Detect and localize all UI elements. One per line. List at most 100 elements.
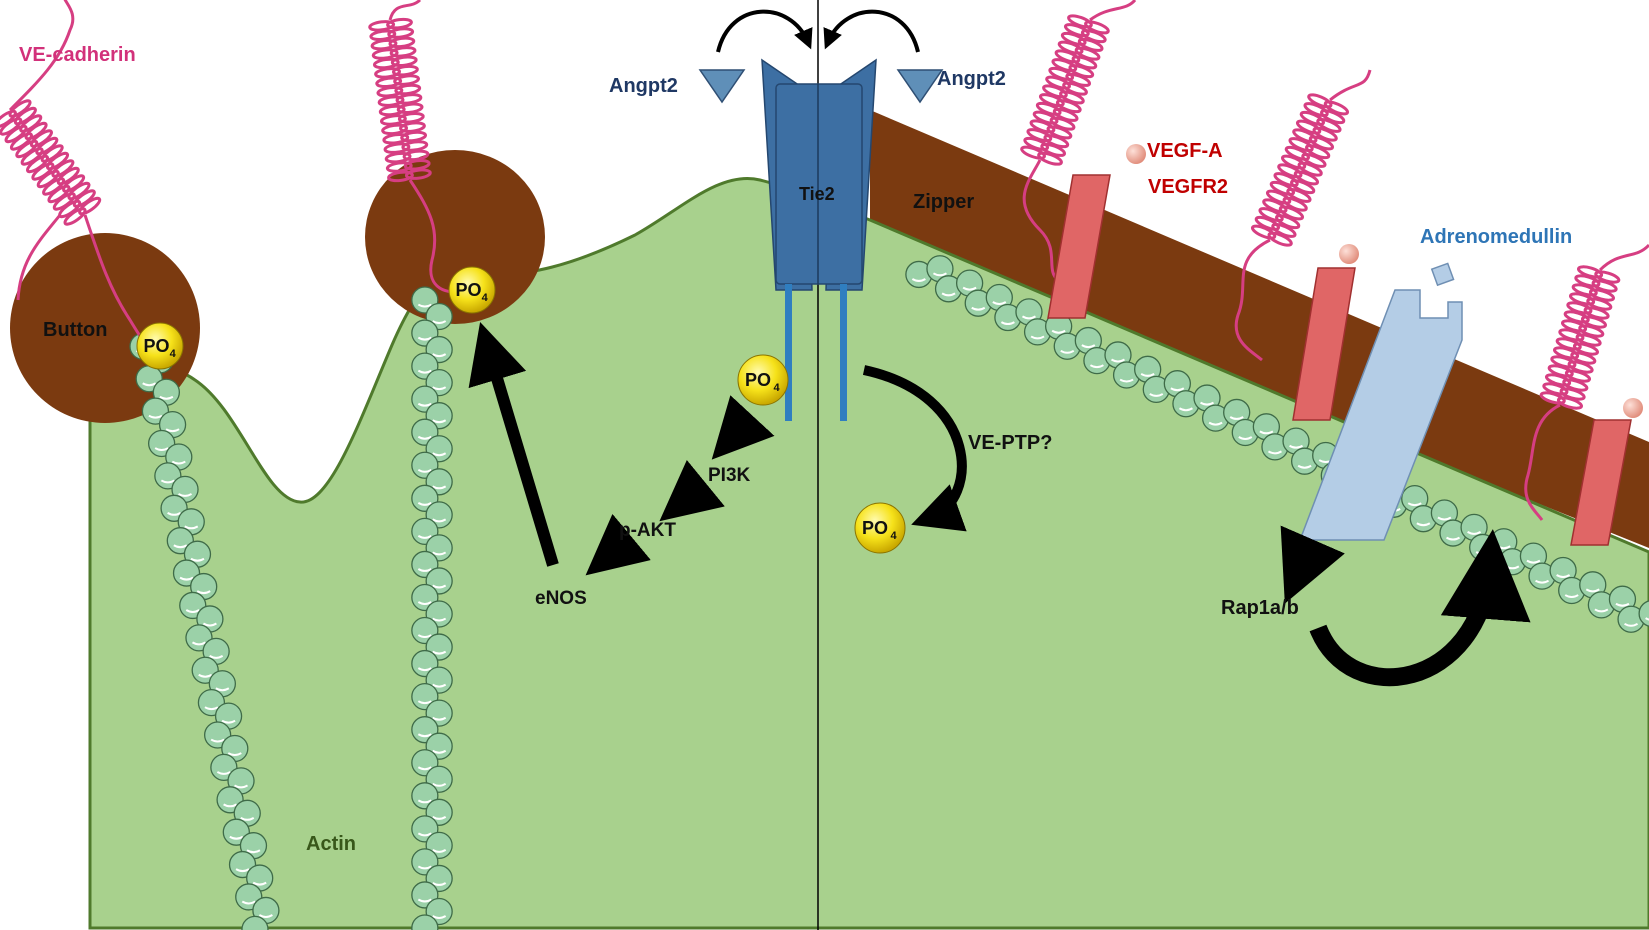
actin-bead-highlight: [240, 816, 255, 821]
actin-bead-highlight: [432, 419, 447, 424]
actin-bead-highlight: [185, 609, 200, 613]
ve-cadherin-strand-2a: [388, 0, 422, 21]
actin-bead-highlight: [432, 849, 447, 853]
actin-bead-highlight: [198, 673, 213, 678]
arrow-po4-to-pi3k: [711, 395, 775, 460]
actin-bead-highlight: [178, 493, 193, 497]
ve-cadherin-coil-turn: [78, 196, 102, 216]
actin-bead-highlight: [417, 468, 432, 473]
actin-bead-highlight: [1229, 416, 1244, 420]
actin-bead-highlight: [210, 738, 225, 743]
ve-cadherin-coil-turn: [1299, 110, 1325, 126]
ve-cadherin-coil-turn: [1539, 391, 1566, 405]
actin-bead-highlight: [941, 292, 956, 297]
arrow-pakt-to-enos: [585, 513, 651, 576]
actin-bead-highlight: [1110, 358, 1126, 363]
vegfr2-receptor-1: [1047, 174, 1111, 319]
vegfr2-receptors: [1047, 144, 1643, 546]
actin-bead-highlight: [1060, 349, 1075, 354]
zipper-label: Zipper: [913, 191, 974, 213]
ve-cadherin-coil-turn: [1295, 119, 1322, 135]
angpt2-arrow-right: [823, 9, 920, 53]
actin-bead-highlight: [1051, 329, 1066, 334]
actin-bead-highlight: [1564, 594, 1579, 599]
ve-cadherin-coil-5: [1539, 265, 1621, 410]
actin-bead-highlight: [190, 557, 205, 562]
phosphate-circle: [136, 322, 184, 370]
actin-bead-highlight: [1149, 393, 1164, 397]
phosphate-subscript: 4: [170, 348, 177, 360]
actin-bead-highlight: [417, 402, 432, 407]
actin-bead-highlight: [1089, 364, 1104, 369]
phosphate-label: PO: [745, 370, 771, 390]
actin-bead-highlight: [432, 815, 447, 820]
actin-bead-highlight: [1178, 407, 1193, 412]
ve-cadherin-coil-turn: [1278, 205, 1305, 221]
angpt2-right-label: Angpt2: [937, 68, 1006, 90]
actin-bead-highlight: [235, 868, 250, 873]
actin-bead-highlight: [246, 849, 261, 854]
ve-cadherin-coil-turn: [387, 170, 414, 183]
ve-cadherin-coil-turn: [1297, 161, 1323, 177]
ve-cadherin-coil-turn: [1290, 179, 1316, 195]
ve-cadherin-coil-turn: [1250, 224, 1277, 240]
actin-bead-highlight: [417, 766, 432, 771]
actin-bead-highlight: [417, 336, 432, 341]
ve-cadherin-coil-turn: [1305, 144, 1331, 160]
actin-bead-highlight: [432, 584, 447, 589]
phosphate-circle: [448, 266, 496, 314]
ve-cadherin-coil-turn: [1307, 93, 1333, 109]
adrenomedullin-ligand: [1430, 262, 1455, 287]
ve-cadherin-coil-turn: [1312, 126, 1338, 142]
ve-cadherin-coil-turn: [1286, 187, 1312, 203]
actin-bead-highlight: [221, 719, 236, 724]
angpt2-left-shape: [698, 69, 746, 104]
actin-bead-highlight: [154, 447, 169, 452]
actin-bead-highlight: [1645, 617, 1649, 621]
actin-bead-highlight: [191, 641, 206, 646]
ve-cadherin-coil-turn: [1303, 102, 1329, 118]
ve-cadherin-coil-turn: [1288, 137, 1314, 153]
actin-bead-highlight: [204, 706, 219, 711]
actin-bead-highlight: [234, 784, 249, 789]
actin-bead-highlight: [148, 414, 163, 419]
actin-bead-highlight: [227, 752, 242, 757]
rap1-label: Rap1a/b: [1221, 597, 1299, 619]
actin-bead-highlight: [432, 551, 447, 556]
angpt2-arrow-left: [716, 9, 813, 53]
actin-bead-highlight: [1535, 579, 1550, 584]
actin-bead-highlight: [992, 301, 1007, 305]
phosphate-subscript: 4: [482, 292, 489, 304]
ve-cadherin-strand-5b: [1598, 243, 1649, 272]
actin-bead-highlight: [196, 590, 211, 595]
actin-bead-highlight: [173, 544, 188, 549]
ve-cadherin-strand-2b: [408, 179, 463, 294]
actin-bead-highlight: [911, 278, 926, 282]
enos-label: eNOS: [535, 588, 587, 609]
actin-bead: [1638, 600, 1649, 627]
actin-bead-highlight: [1081, 344, 1096, 349]
actin-bead-highlight: [1000, 321, 1015, 326]
ve-cadherin-coil-turn: [1265, 189, 1292, 205]
actin-bead-highlight: [1437, 516, 1452, 521]
actin-bead-highlight: [209, 655, 224, 659]
actin-bead-highlight: [160, 479, 175, 484]
actin-bead-highlight: [184, 525, 199, 530]
actin-bead-highlight: [165, 428, 180, 433]
actin-bead-highlight: [417, 568, 432, 572]
p-akt-label: p-AKT: [619, 520, 676, 541]
phosphate-circle: [854, 502, 906, 554]
angpt2-left-label: Angpt2: [609, 75, 678, 97]
arrow-rap1-loop: [1309, 529, 1531, 687]
ve-cadherin-coil-turn: [1271, 222, 1297, 238]
ve-cadherin-coil-turn: [1323, 100, 1350, 116]
arrow-adm-to-rap1: [1280, 525, 1345, 604]
actin-bead-highlight: [417, 369, 432, 374]
actin-bead-highlight: [1259, 430, 1274, 435]
actin-bead-highlight: [229, 835, 244, 840]
actin-bead-highlight: [241, 900, 256, 905]
arrow-pi3k-to-pakt: [659, 459, 725, 522]
actin-bead-highlight: [432, 386, 447, 391]
